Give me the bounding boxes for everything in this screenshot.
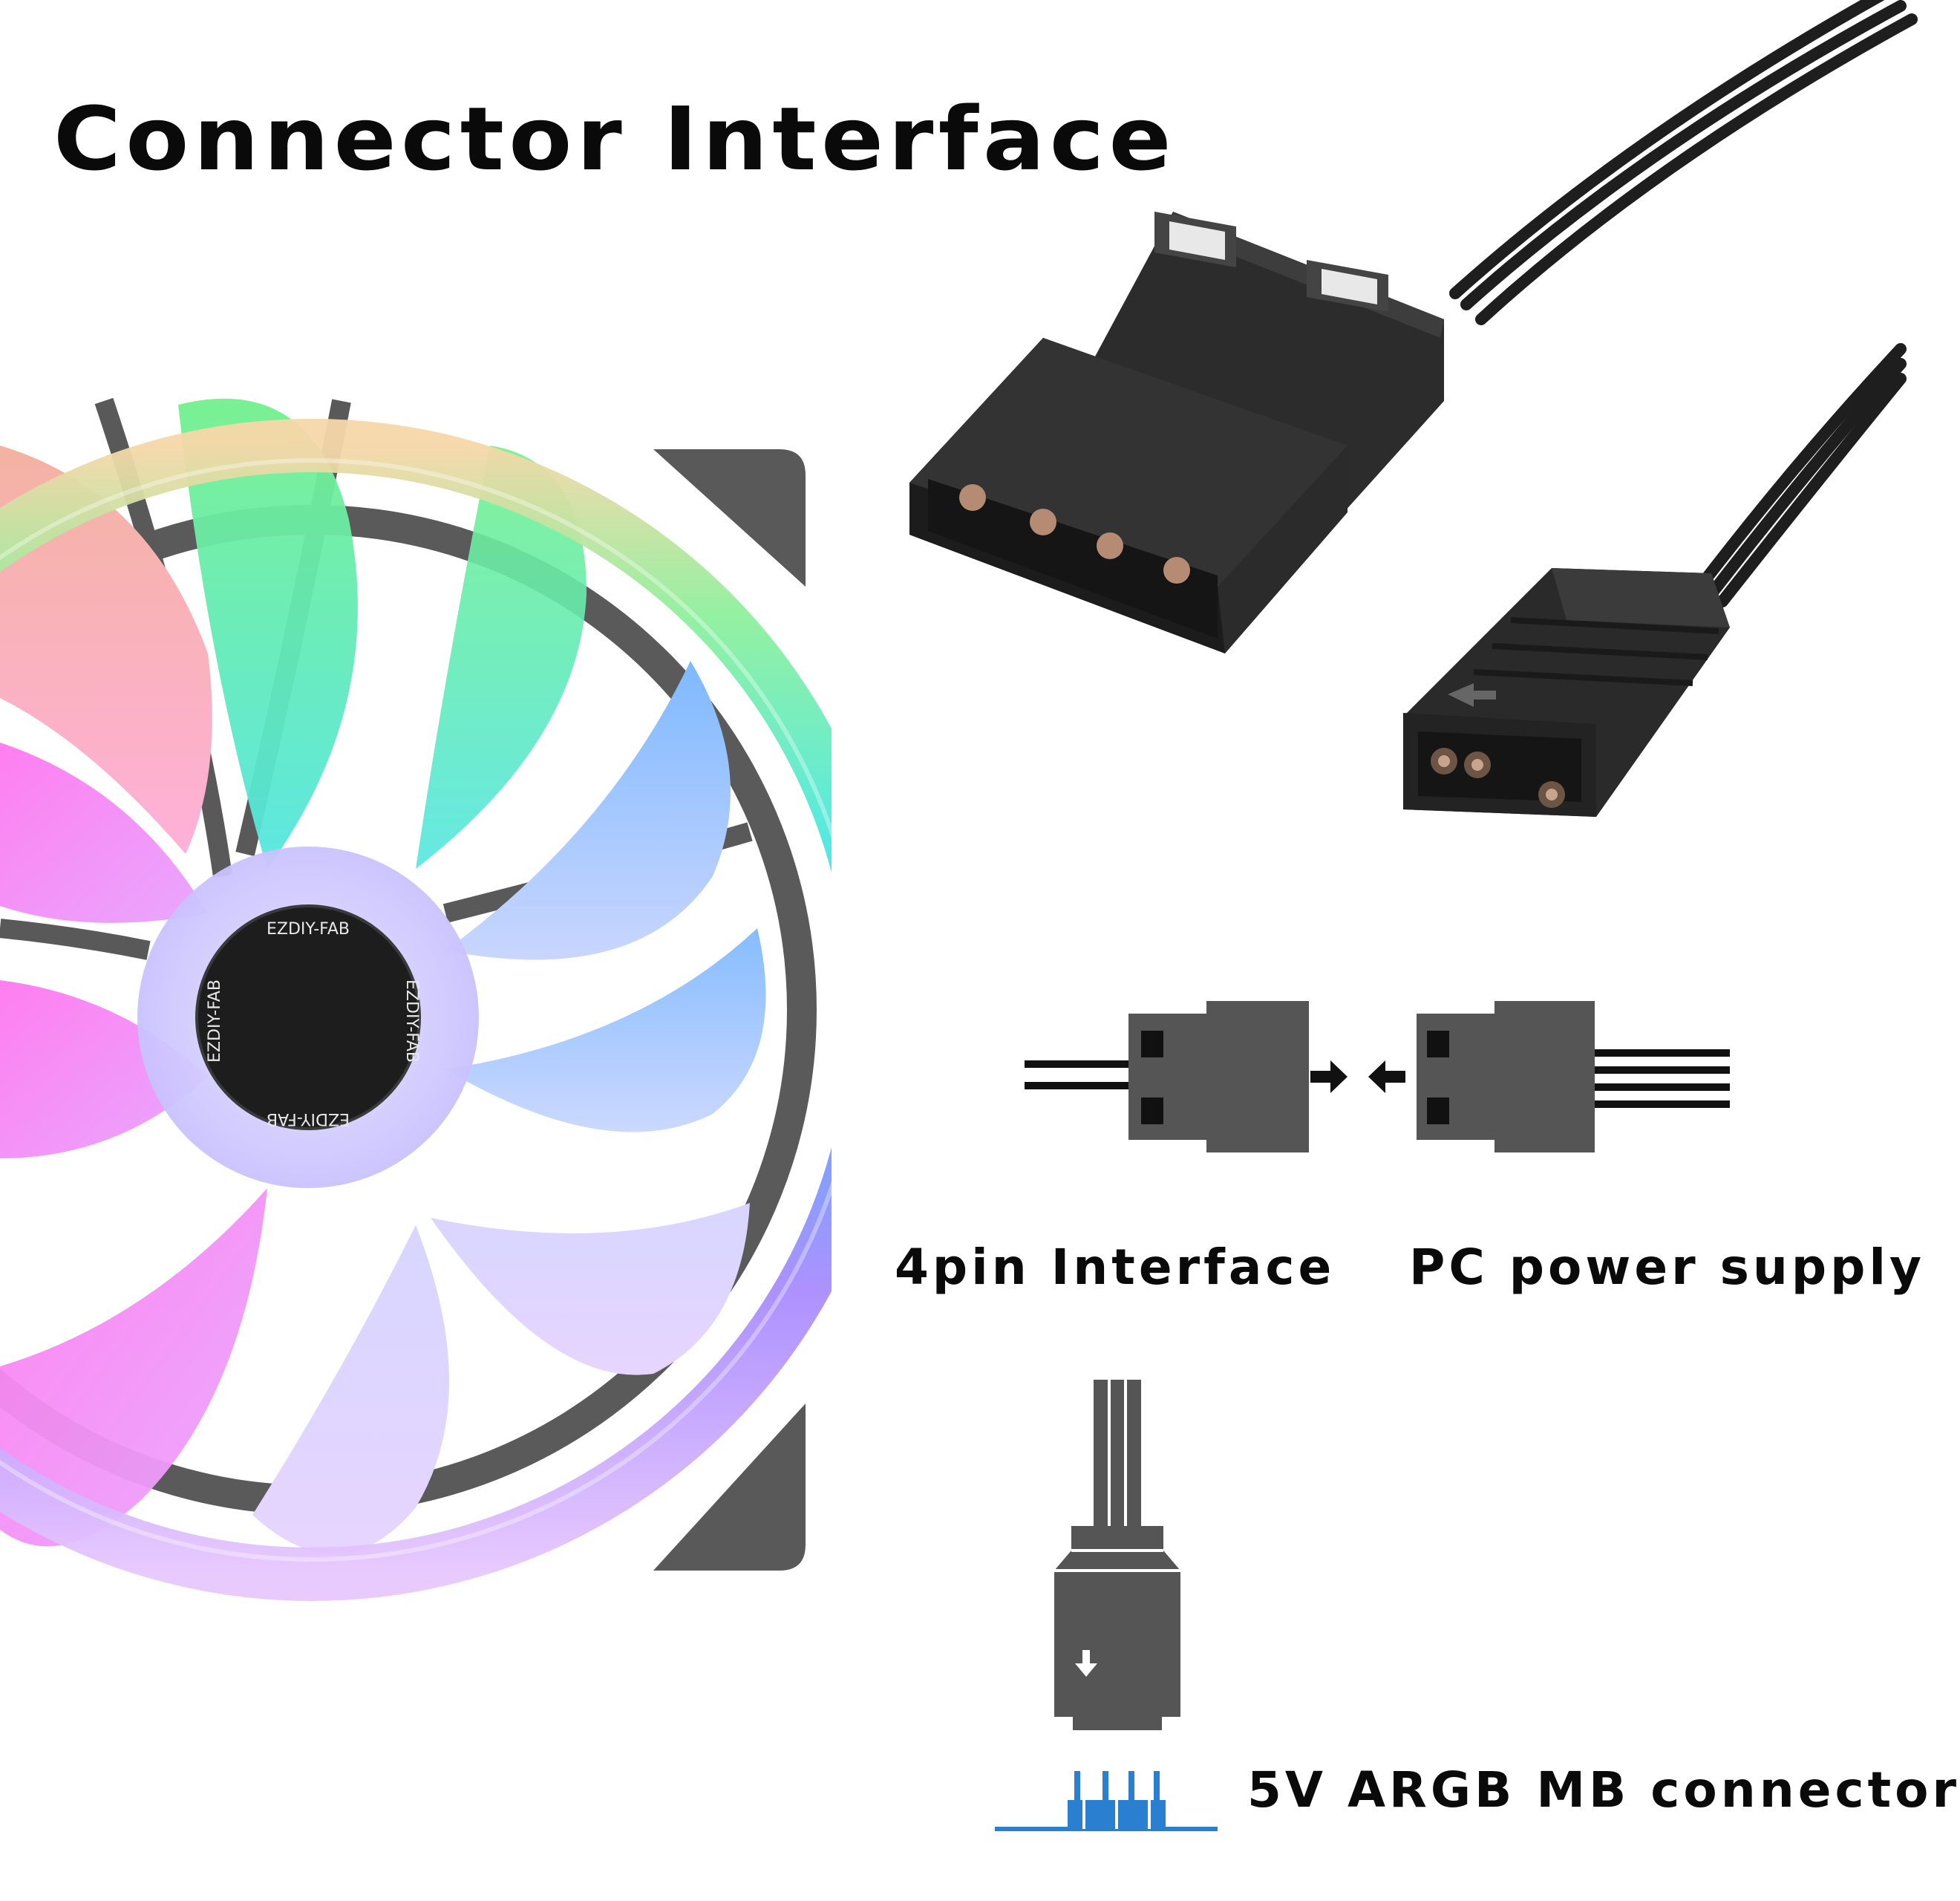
molex-connector-photo bbox=[909, 212, 1444, 653]
four-pin-plug-diagram bbox=[1025, 1001, 1309, 1152]
fan-blade bbox=[445, 928, 766, 1132]
fan-blade bbox=[445, 661, 731, 960]
fan-hub-cap-ring bbox=[195, 904, 421, 1130]
rgb-fan-image: EZDIY-FAB EZDIY-FAB EZDIY-FAB EZDIY-FAB bbox=[0, 397, 832, 1601]
fan-frame-corner bbox=[653, 1403, 806, 1571]
psu-label: PC power supply bbox=[1409, 1239, 1926, 1296]
motherboard-header-icon bbox=[995, 1771, 1218, 1831]
argb-label: 5V ARGB MB connector bbox=[1247, 1761, 1960, 1819]
fan-frame-corner bbox=[653, 449, 806, 587]
fan-blade bbox=[0, 743, 208, 923]
artwork-layer: EZDIY-FAB EZDIY-FAB EZDIY-FAB EZDIY-FAB bbox=[0, 0, 1918, 1831]
svg-text:EZDIY-FAB: EZDIY-FAB bbox=[206, 979, 224, 1063]
argb-3pin-connector-photo bbox=[1403, 568, 1730, 817]
arrow-down-icon bbox=[1075, 1650, 1097, 1677]
arrow-left-icon bbox=[1368, 1060, 1405, 1093]
svg-text:EZDIY-FAB: EZDIY-FAB bbox=[402, 979, 421, 1063]
arrow-left-icon bbox=[1448, 683, 1496, 707]
fan-blade bbox=[416, 446, 587, 869]
page-title: Connector Interface bbox=[53, 88, 1176, 190]
fan-blade bbox=[431, 1203, 750, 1375]
svg-text:EZDIY-FAB: EZDIY-FAB bbox=[267, 920, 350, 939]
fan-blade bbox=[0, 446, 212, 854]
fan-rgb-ring-highlight bbox=[0, 458, 832, 1562]
fan-blade bbox=[178, 398, 358, 869]
fan-rgb-ring bbox=[0, 419, 832, 1601]
fan-blade bbox=[252, 1225, 449, 1554]
fan-blade bbox=[0, 1188, 267, 1547]
arrow-right-icon bbox=[1310, 1060, 1348, 1093]
fan-hub-cap bbox=[197, 906, 419, 1129]
argb-plug-diagram bbox=[1054, 1380, 1180, 1730]
product-infographic: EZDIY-FAB EZDIY-FAB EZDIY-FAB EZDIY-FAB bbox=[0, 0, 1956, 1831]
fan-strut bbox=[0, 919, 151, 960]
fan-blade bbox=[0, 980, 208, 1158]
svg-text:EZDIY-FAB: EZDIY-FAB bbox=[267, 1109, 350, 1128]
fan-hub-brand: EZDIY-FAB EZDIY-FAB EZDIY-FAB EZDIY-FAB bbox=[206, 920, 421, 1128]
connector-cables bbox=[1449, 0, 1918, 607]
psu-socket-diagram bbox=[1417, 1001, 1730, 1152]
four-pin-label: 4pin Interface bbox=[895, 1239, 1336, 1296]
